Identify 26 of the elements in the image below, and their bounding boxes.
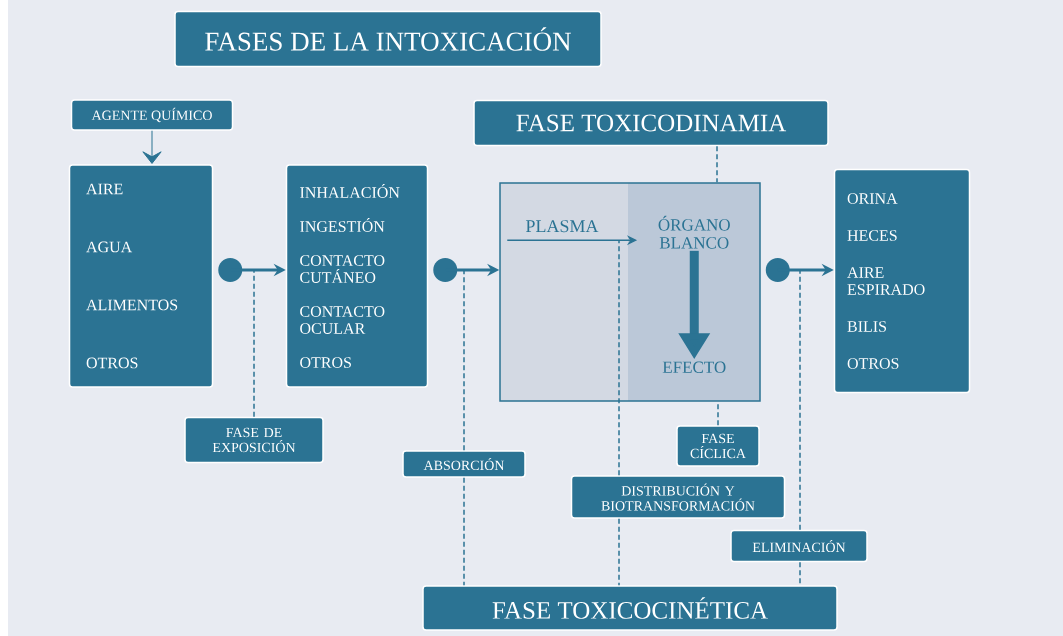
compartment-label: PLASMA <box>525 220 599 233</box>
leader-line <box>799 561 801 586</box>
compartment-label: EFECTO <box>662 361 726 373</box>
arrow <box>142 130 162 164</box>
leader-line <box>463 477 465 586</box>
compartment-box <box>499 182 761 402</box>
label-box: FASE DE EXPOSICIÓN <box>184 416 324 464</box>
list-box: INHALACIÓN INGESTIÓN CONTACTO CUTÁNEO CONTACTO OCULAR OTROS <box>285 164 429 388</box>
label-box: FASE CÍCLICA <box>676 425 760 467</box>
leader-line <box>799 269 801 531</box>
phase-banner: FASE TOXICODINAMIA <box>473 99 829 147</box>
leader-line <box>618 239 620 476</box>
leader-line <box>463 269 465 451</box>
list-box: ORINA HECES AIRE ESPIRADO BILIS OTROS <box>833 168 971 394</box>
compartment-label: ÓRGANO BLANCO <box>658 215 730 249</box>
label-box: DISTRIBUCIÓN Y BIOTRANSFORMACIÓN <box>570 475 786 519</box>
leader-line <box>716 145 718 183</box>
leader-line <box>618 518 620 586</box>
label-box: AGENTE QUÍMICO <box>70 99 234 131</box>
label-box: ELIMINACIÓN <box>730 529 868 563</box>
label-box: ABSORCIÓN <box>402 450 526 478</box>
list-box: AIRE AGUA ALIMENTOS OTROS <box>68 164 214 388</box>
title-banner: FASES DE LA INTOXICACIÓN <box>174 10 602 68</box>
phase-banner: FASE TOXICOCINÉTICA <box>422 585 838 631</box>
leader-line <box>717 401 719 426</box>
leader-line <box>253 269 255 418</box>
